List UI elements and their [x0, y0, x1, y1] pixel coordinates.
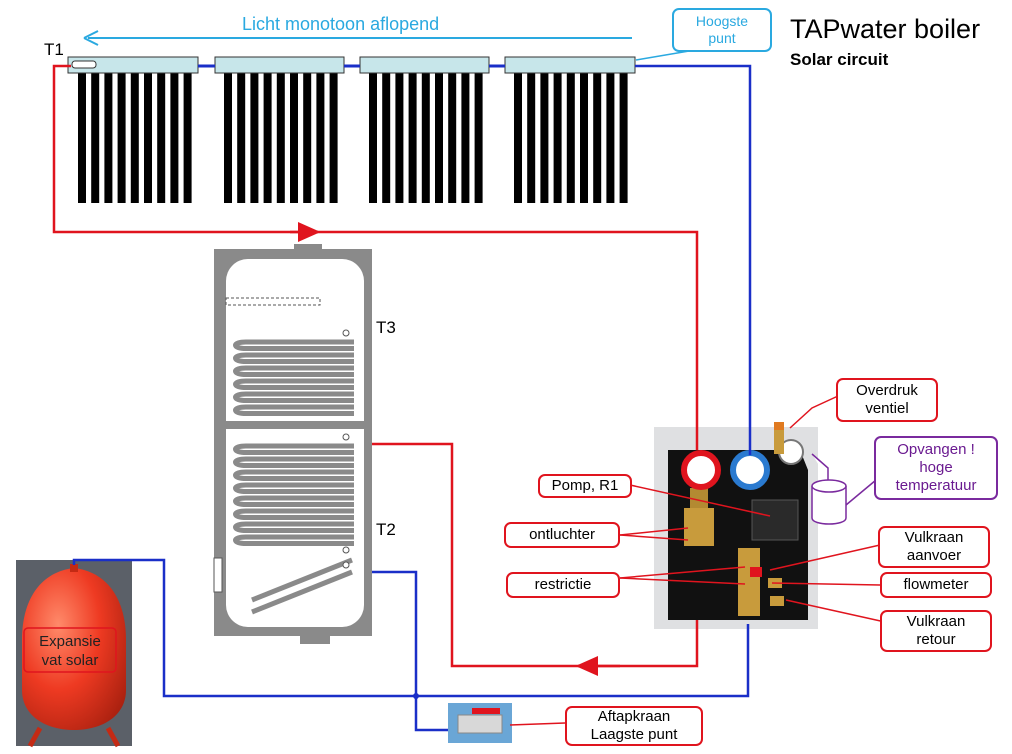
- collector-tube: [514, 73, 522, 203]
- collector-tube: [224, 73, 232, 203]
- collector-tube: [619, 73, 628, 203]
- t1-sensor-icon: [71, 60, 97, 69]
- callout-restrictie: restrictie: [506, 572, 620, 598]
- collector-tube: [316, 73, 325, 203]
- callout-aftapkraan: Aftapkraan Laagste punt: [565, 706, 703, 746]
- callout-opvangen: Opvangen ! hoge temperatuur: [874, 436, 998, 500]
- return-pipe: [72, 64, 752, 732]
- collector-tube: [435, 73, 443, 203]
- collector-tube: [237, 73, 246, 203]
- callout-vulkraan-retour: Vulkraan retour: [880, 610, 992, 652]
- collector-tube: [408, 73, 417, 203]
- collector-tube: [170, 73, 179, 203]
- collector-tube: [329, 73, 338, 203]
- collector-tube: [461, 73, 470, 203]
- callout-overdruk-ventiel: Overdruk ventiel: [836, 378, 938, 422]
- solar-collector: [67, 56, 636, 203]
- collector-tube: [474, 73, 483, 203]
- drain-valve-icon: [448, 703, 512, 743]
- collector-tube: [130, 73, 139, 203]
- sensor-label-t3: T3: [376, 318, 396, 337]
- collector-tube: [369, 73, 377, 203]
- supply-pipe: [52, 64, 699, 668]
- collector-tube: [606, 73, 615, 203]
- collector-tube: [250, 73, 259, 203]
- page-title: TAPwater boiler: [790, 14, 981, 44]
- flow-direction-label: Licht monotoon aflopend: [242, 14, 440, 34]
- collector-tube: [276, 73, 285, 203]
- collection-cup-icon: [811, 453, 877, 525]
- collector-header-4: [504, 56, 636, 74]
- sensor-label-t2: T2: [376, 520, 396, 539]
- supply-thermometer-icon: [681, 450, 721, 490]
- collector-tube: [91, 73, 100, 203]
- highest-point-callout: Hoogste punt: [672, 8, 772, 52]
- collector-tube: [580, 73, 588, 203]
- callout-pomp: Pomp, R1: [538, 474, 632, 498]
- collector-tube: [78, 73, 86, 203]
- expansion-vessel: [16, 560, 132, 748]
- collector-tube: [117, 73, 126, 203]
- collector-tube: [144, 73, 152, 203]
- expansion-vessel-label: Expansie vat solar: [39, 633, 101, 669]
- collector-tube: [395, 73, 404, 203]
- collector-header-3: [359, 56, 490, 74]
- callout-vulkraan-aanvoer: Vulkraan aanvoer: [878, 526, 990, 568]
- sensor-label-t1: T1: [44, 40, 64, 59]
- collector-tube: [448, 73, 457, 203]
- heat-exchanger-coil: [233, 339, 354, 416]
- heat-exchanger-coil: [233, 443, 354, 546]
- collector-tube: [183, 73, 192, 203]
- collector-tube: [553, 73, 562, 203]
- collector-header-2: [214, 56, 345, 74]
- collector-tube: [540, 73, 549, 203]
- boiler-tank: [213, 244, 372, 644]
- pump-station: [654, 422, 818, 629]
- collector-tube: [263, 73, 272, 203]
- collector-tube: [527, 73, 536, 203]
- collector-tube: [104, 73, 113, 203]
- collector-tube: [382, 73, 391, 203]
- flow-direction-arrow: [83, 30, 632, 46]
- collector-tube: [157, 73, 166, 203]
- collector-tubes: [78, 73, 628, 203]
- collector-tube: [566, 73, 575, 203]
- callout-ontluchter: ontluchter: [504, 522, 620, 548]
- collector-tube: [593, 73, 602, 203]
- collector-tube: [303, 73, 312, 203]
- page-subtitle: Solar circuit: [790, 50, 889, 69]
- collector-tube: [421, 73, 430, 203]
- callout-leaders: [509, 395, 886, 726]
- collector-tube: [290, 73, 298, 203]
- callout-flowmeter: flowmeter: [880, 572, 992, 598]
